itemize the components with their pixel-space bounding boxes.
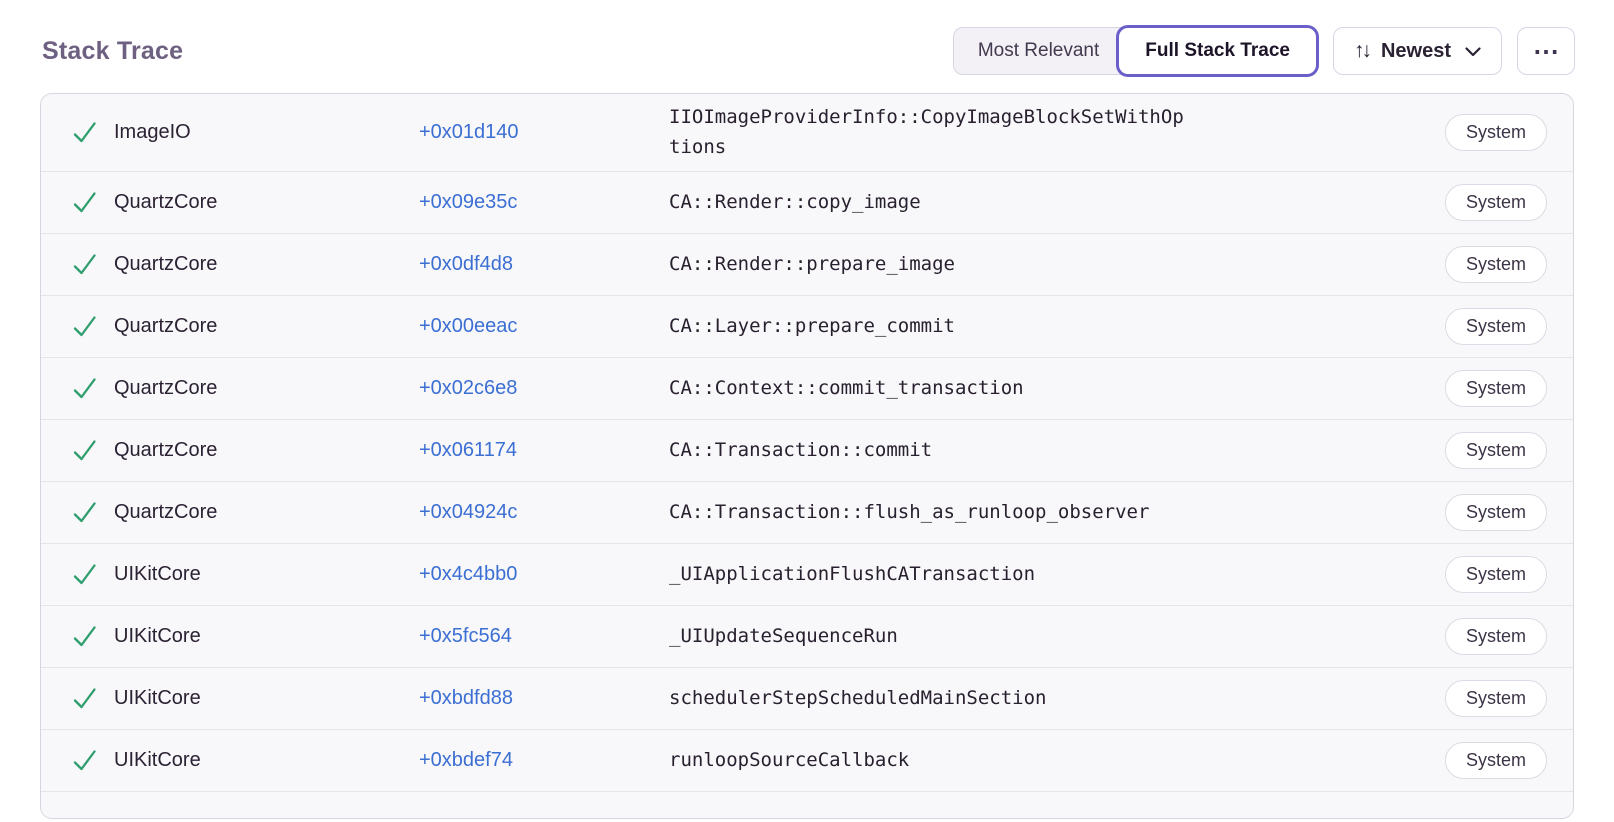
system-tag: System [1444, 113, 1547, 151]
sort-label: Newest [1380, 39, 1451, 62]
system-tag: System [1444, 183, 1547, 221]
frame-module: QuartzCore [114, 500, 218, 523]
frame-module: UIKitCore [114, 562, 201, 585]
stack-frame-row[interactable]: QuartzCore +0x02c6e8 CA::Context::commit… [41, 357, 1573, 420]
sort-order-dropdown[interactable]: ↑↓ Newest [1332, 27, 1502, 75]
in-app-check-icon [71, 313, 114, 340]
in-app-check-icon [71, 747, 114, 774]
system-tag: System [1444, 369, 1547, 407]
header-controls: Most Relevant Full Stack Trace ↑↓ Newest… [952, 25, 1575, 77]
frame-module: UIKitCore [114, 686, 201, 709]
in-app-check-icon [71, 623, 114, 650]
frame-address-link[interactable]: +0x061174 [419, 438, 518, 461]
stack-frame-row[interactable]: UIKitCore +0x4c4bb0 _UIApplicationFlushC… [41, 543, 1573, 606]
frame-function: _UIUpdateSequenceRun [669, 625, 898, 648]
frame-module: QuartzCore [114, 438, 218, 461]
chevron-down-icon [1465, 40, 1481, 63]
stack-frame-row[interactable]: QuartzCore +0x04924c CA::Transaction::fl… [41, 481, 1573, 544]
frame-function: runloopSourceCallback [669, 749, 910, 772]
system-tag: System [1444, 245, 1547, 283]
frame-module: QuartzCore [114, 190, 218, 213]
frame-module: UIKitCore [114, 748, 201, 771]
system-tag: System [1444, 555, 1547, 593]
frame-address-link[interactable]: +0x0df4d8 [419, 252, 513, 275]
frame-function: CA::Transaction::flush_as_runloop_observ… [669, 501, 1150, 524]
frame-address-link[interactable]: +0x4c4bb0 [419, 562, 518, 585]
stack-frame-row[interactable]: UIKitCore +0xbdef74 runloopSourceCallbac… [41, 729, 1573, 792]
stack-frame-row[interactable]: UIKitCore +0x5fc564 _UIUpdateSequenceRun… [41, 605, 1573, 668]
most-relevant-button[interactable]: Most Relevant [952, 27, 1125, 75]
partial-next-row [41, 791, 1573, 818]
in-app-check-icon [71, 189, 114, 216]
in-app-check-icon [71, 561, 114, 588]
view-toggle: Most Relevant Full Stack Trace [952, 25, 1319, 77]
frame-address-link[interactable]: +0x09e35c [419, 190, 518, 213]
sort-icon: ↑↓ [1353, 39, 1372, 62]
stack-frame-row[interactable]: ImageIO +0x01d140 IIOImageProviderInfo::… [41, 94, 1573, 172]
page-title: Stack Trace [42, 36, 184, 65]
more-options-button[interactable]: ⋯ [1517, 27, 1575, 75]
frame-function: CA::Transaction::commit [669, 439, 933, 462]
system-tag: System [1444, 431, 1547, 469]
in-app-check-icon [71, 685, 114, 712]
panel-header: Stack Trace Most Relevant Full Stack Tra… [0, 0, 1614, 77]
frame-function: CA::Render::copy_image [669, 191, 921, 214]
frame-address-link[interactable]: +0x5fc564 [419, 624, 512, 647]
frame-function: CA::Render::prepare_image [669, 253, 955, 276]
frame-module: QuartzCore [114, 252, 218, 275]
frame-module: QuartzCore [114, 376, 218, 399]
frame-address-link[interactable]: +0x04924c [419, 500, 518, 523]
stack-frame-row[interactable]: QuartzCore +0x09e35c CA::Render::copy_im… [41, 171, 1573, 234]
frame-address-link[interactable]: +0x00eeac [419, 314, 518, 337]
system-tag: System [1444, 741, 1547, 779]
in-app-check-icon [71, 375, 114, 402]
full-stack-trace-button[interactable]: Full Stack Trace [1116, 25, 1319, 77]
in-app-check-icon [71, 251, 114, 278]
frame-address-link[interactable]: +0x01d140 [419, 120, 519, 143]
frame-function: CA::Layer::prepare_commit [669, 315, 955, 338]
frame-function: CA::Context::commit_transaction [669, 377, 1024, 400]
frame-address-link[interactable]: +0xbdfd88 [419, 686, 513, 709]
system-tag: System [1444, 493, 1547, 531]
in-app-check-icon [71, 437, 114, 464]
in-app-check-icon [71, 119, 114, 146]
system-tag: System [1444, 307, 1547, 345]
stack-frame-row[interactable]: QuartzCore +0x00eeac CA::Layer::prepare_… [41, 295, 1573, 358]
stack-frame-row[interactable]: QuartzCore +0x061174 CA::Transaction::co… [41, 419, 1573, 482]
frame-address-link[interactable]: +0xbdef74 [419, 748, 513, 771]
system-tag: System [1444, 617, 1547, 655]
frame-module: QuartzCore [114, 314, 218, 337]
system-tag: System [1444, 679, 1547, 717]
frame-function: IIOImageProviderInfo::CopyImageBlockSetW… [669, 106, 1184, 159]
frame-function: schedulerStepScheduledMainSection [669, 687, 1047, 710]
frame-module: UIKitCore [114, 624, 201, 647]
stack-trace-list: ImageIO +0x01d140 IIOImageProviderInfo::… [40, 93, 1574, 819]
stack-frame-row[interactable]: UIKitCore +0xbdfd88 schedulerStepSchedul… [41, 667, 1573, 730]
frame-module: ImageIO [114, 120, 191, 143]
frame-address-link[interactable]: +0x02c6e8 [419, 376, 518, 399]
frame-function: _UIApplicationFlushCATransaction [669, 563, 1036, 586]
stack-frame-row[interactable]: QuartzCore +0x0df4d8 CA::Render::prepare… [41, 233, 1573, 296]
in-app-check-icon [71, 499, 114, 526]
